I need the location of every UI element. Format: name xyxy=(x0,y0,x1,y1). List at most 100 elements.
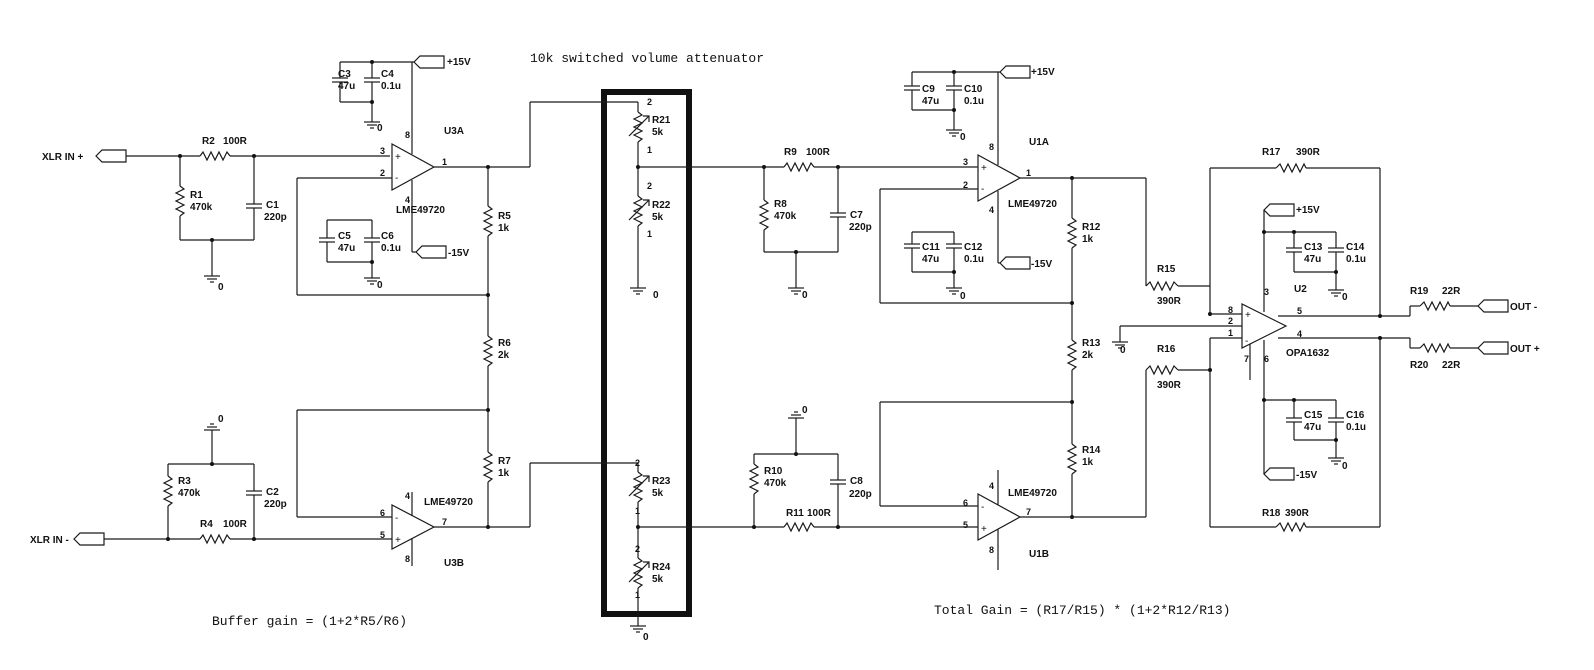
svg-text:4: 4 xyxy=(405,195,410,205)
u1b-part: LME49720 xyxy=(1008,488,1057,499)
port-p15-u3 xyxy=(413,55,445,69)
r6-val: 2k xyxy=(498,350,510,361)
r9-ref: R9 xyxy=(784,147,797,158)
ground-r24 xyxy=(629,619,647,633)
svg-text:2: 2 xyxy=(647,97,652,107)
c11-ref: C11 xyxy=(922,242,940,253)
r5-ref: R5 xyxy=(498,211,511,222)
svg-text:8: 8 xyxy=(1228,305,1233,315)
r16-val: 390R xyxy=(1157,380,1182,391)
opamp-u1a xyxy=(977,153,1022,203)
svg-text:+: + xyxy=(981,524,987,535)
r3-val: 470k xyxy=(178,488,201,499)
r13-val: 2k xyxy=(1082,350,1094,361)
capacitor-c13 xyxy=(1285,247,1303,253)
svg-text:5: 5 xyxy=(380,530,385,540)
c4-val: 0.1u xyxy=(381,81,401,92)
c13-val: 47u xyxy=(1304,254,1321,265)
svg-text:8: 8 xyxy=(989,545,994,555)
m15-u2-label: -15V xyxy=(1296,470,1317,481)
r21-val: 5k xyxy=(652,127,664,138)
resistor-r20 xyxy=(1419,342,1451,354)
svg-text:0: 0 xyxy=(377,123,383,134)
resistor-r15 xyxy=(1145,280,1179,292)
svg-text:0: 0 xyxy=(802,290,808,301)
resistor-r12 xyxy=(1066,217,1078,249)
capacitor-c15 xyxy=(1285,417,1303,423)
svg-text:-: - xyxy=(395,173,398,184)
capacitor-c14 xyxy=(1327,247,1345,253)
c11-val: 47u xyxy=(922,254,939,265)
c8-ref: C8 xyxy=(850,476,863,487)
r22-ref: R22 xyxy=(652,200,671,211)
c5-val: 47u xyxy=(338,243,355,254)
p15-u3-label: +15V xyxy=(447,57,471,68)
c6-ref: C6 xyxy=(381,231,394,242)
r8-ref: R8 xyxy=(774,199,787,210)
c8-val: 220p xyxy=(849,489,872,500)
c7-val: 220p xyxy=(849,222,872,233)
c9-ref: C9 xyxy=(922,84,935,95)
svg-text:3: 3 xyxy=(963,157,968,167)
r24-ref: R24 xyxy=(652,562,671,573)
u3a-part: LME49720 xyxy=(396,205,445,216)
port-p15-u1 xyxy=(999,65,1031,79)
r8-val: 470k xyxy=(774,211,797,222)
r20-ref: R20 xyxy=(1410,360,1429,371)
svg-text:6: 6 xyxy=(380,508,385,518)
r2-val: 100R xyxy=(223,136,248,147)
attenuator-title: 10k switched volume attenuator xyxy=(530,51,764,66)
r1-ref: R1 xyxy=(190,190,203,201)
svg-text:0: 0 xyxy=(960,291,966,302)
svg-text:7: 7 xyxy=(442,517,447,527)
resistor-r9 xyxy=(783,161,815,173)
c16-val: 0.1u xyxy=(1346,422,1366,433)
svg-text:8: 8 xyxy=(405,554,410,564)
svg-text:6: 6 xyxy=(963,498,968,508)
u1a-ref: U1A xyxy=(1029,137,1049,148)
c15-val: 47u xyxy=(1304,422,1321,433)
resistor-r18 xyxy=(1275,521,1307,533)
svg-text:2: 2 xyxy=(635,544,640,554)
r3-ref: R3 xyxy=(178,476,191,487)
resistor-r6 xyxy=(482,335,494,367)
ground-r22 xyxy=(629,281,647,295)
ground-u3b-input xyxy=(203,423,221,437)
total-gain-note: Total Gain = (R17/R15) * (1+2*R12/R13) xyxy=(934,603,1230,618)
svg-text:0: 0 xyxy=(802,405,808,416)
port-m15-u3 xyxy=(415,245,447,259)
pot-r22 xyxy=(632,195,644,227)
svg-text:8: 8 xyxy=(405,130,410,140)
r4-ref: R4 xyxy=(200,519,213,530)
capacitor-c1 xyxy=(245,203,263,209)
svg-text:2: 2 xyxy=(647,181,652,191)
c16-ref: C16 xyxy=(1346,410,1365,421)
capacitor-c2 xyxy=(245,490,263,496)
pot-r24 xyxy=(632,557,644,589)
r2-ref: R2 xyxy=(202,136,215,147)
c13-ref: C13 xyxy=(1304,242,1323,253)
svg-text:2: 2 xyxy=(963,180,968,190)
svg-text:1: 1 xyxy=(1026,168,1031,178)
r5-val: 1k xyxy=(498,223,510,234)
u1b-ref: U1B xyxy=(1029,549,1049,560)
u2-part: OPA1632 xyxy=(1286,348,1330,359)
port-out-plus-label: OUT + xyxy=(1510,344,1540,355)
r10-val: 470k xyxy=(764,478,787,489)
r23-val: 5k xyxy=(652,488,664,499)
u1a-part: LME49720 xyxy=(1008,199,1057,210)
pot-r21 xyxy=(632,111,644,143)
c4-ref: C4 xyxy=(381,69,394,80)
svg-text:+: + xyxy=(395,152,401,163)
gnd-label-1: 0 xyxy=(218,282,224,293)
c2-val: 220p xyxy=(264,499,287,510)
opamp-u3b xyxy=(391,504,436,550)
c12-ref: C12 xyxy=(964,242,983,253)
r11-val: 100R xyxy=(807,508,832,519)
c7-ref: C7 xyxy=(850,210,863,221)
svg-text:1: 1 xyxy=(647,229,652,239)
c10-val: 0.1u xyxy=(964,96,984,107)
port-out-plus xyxy=(1477,341,1509,355)
svg-text:1: 1 xyxy=(647,145,652,155)
c3-ref: C3 xyxy=(338,69,351,80)
